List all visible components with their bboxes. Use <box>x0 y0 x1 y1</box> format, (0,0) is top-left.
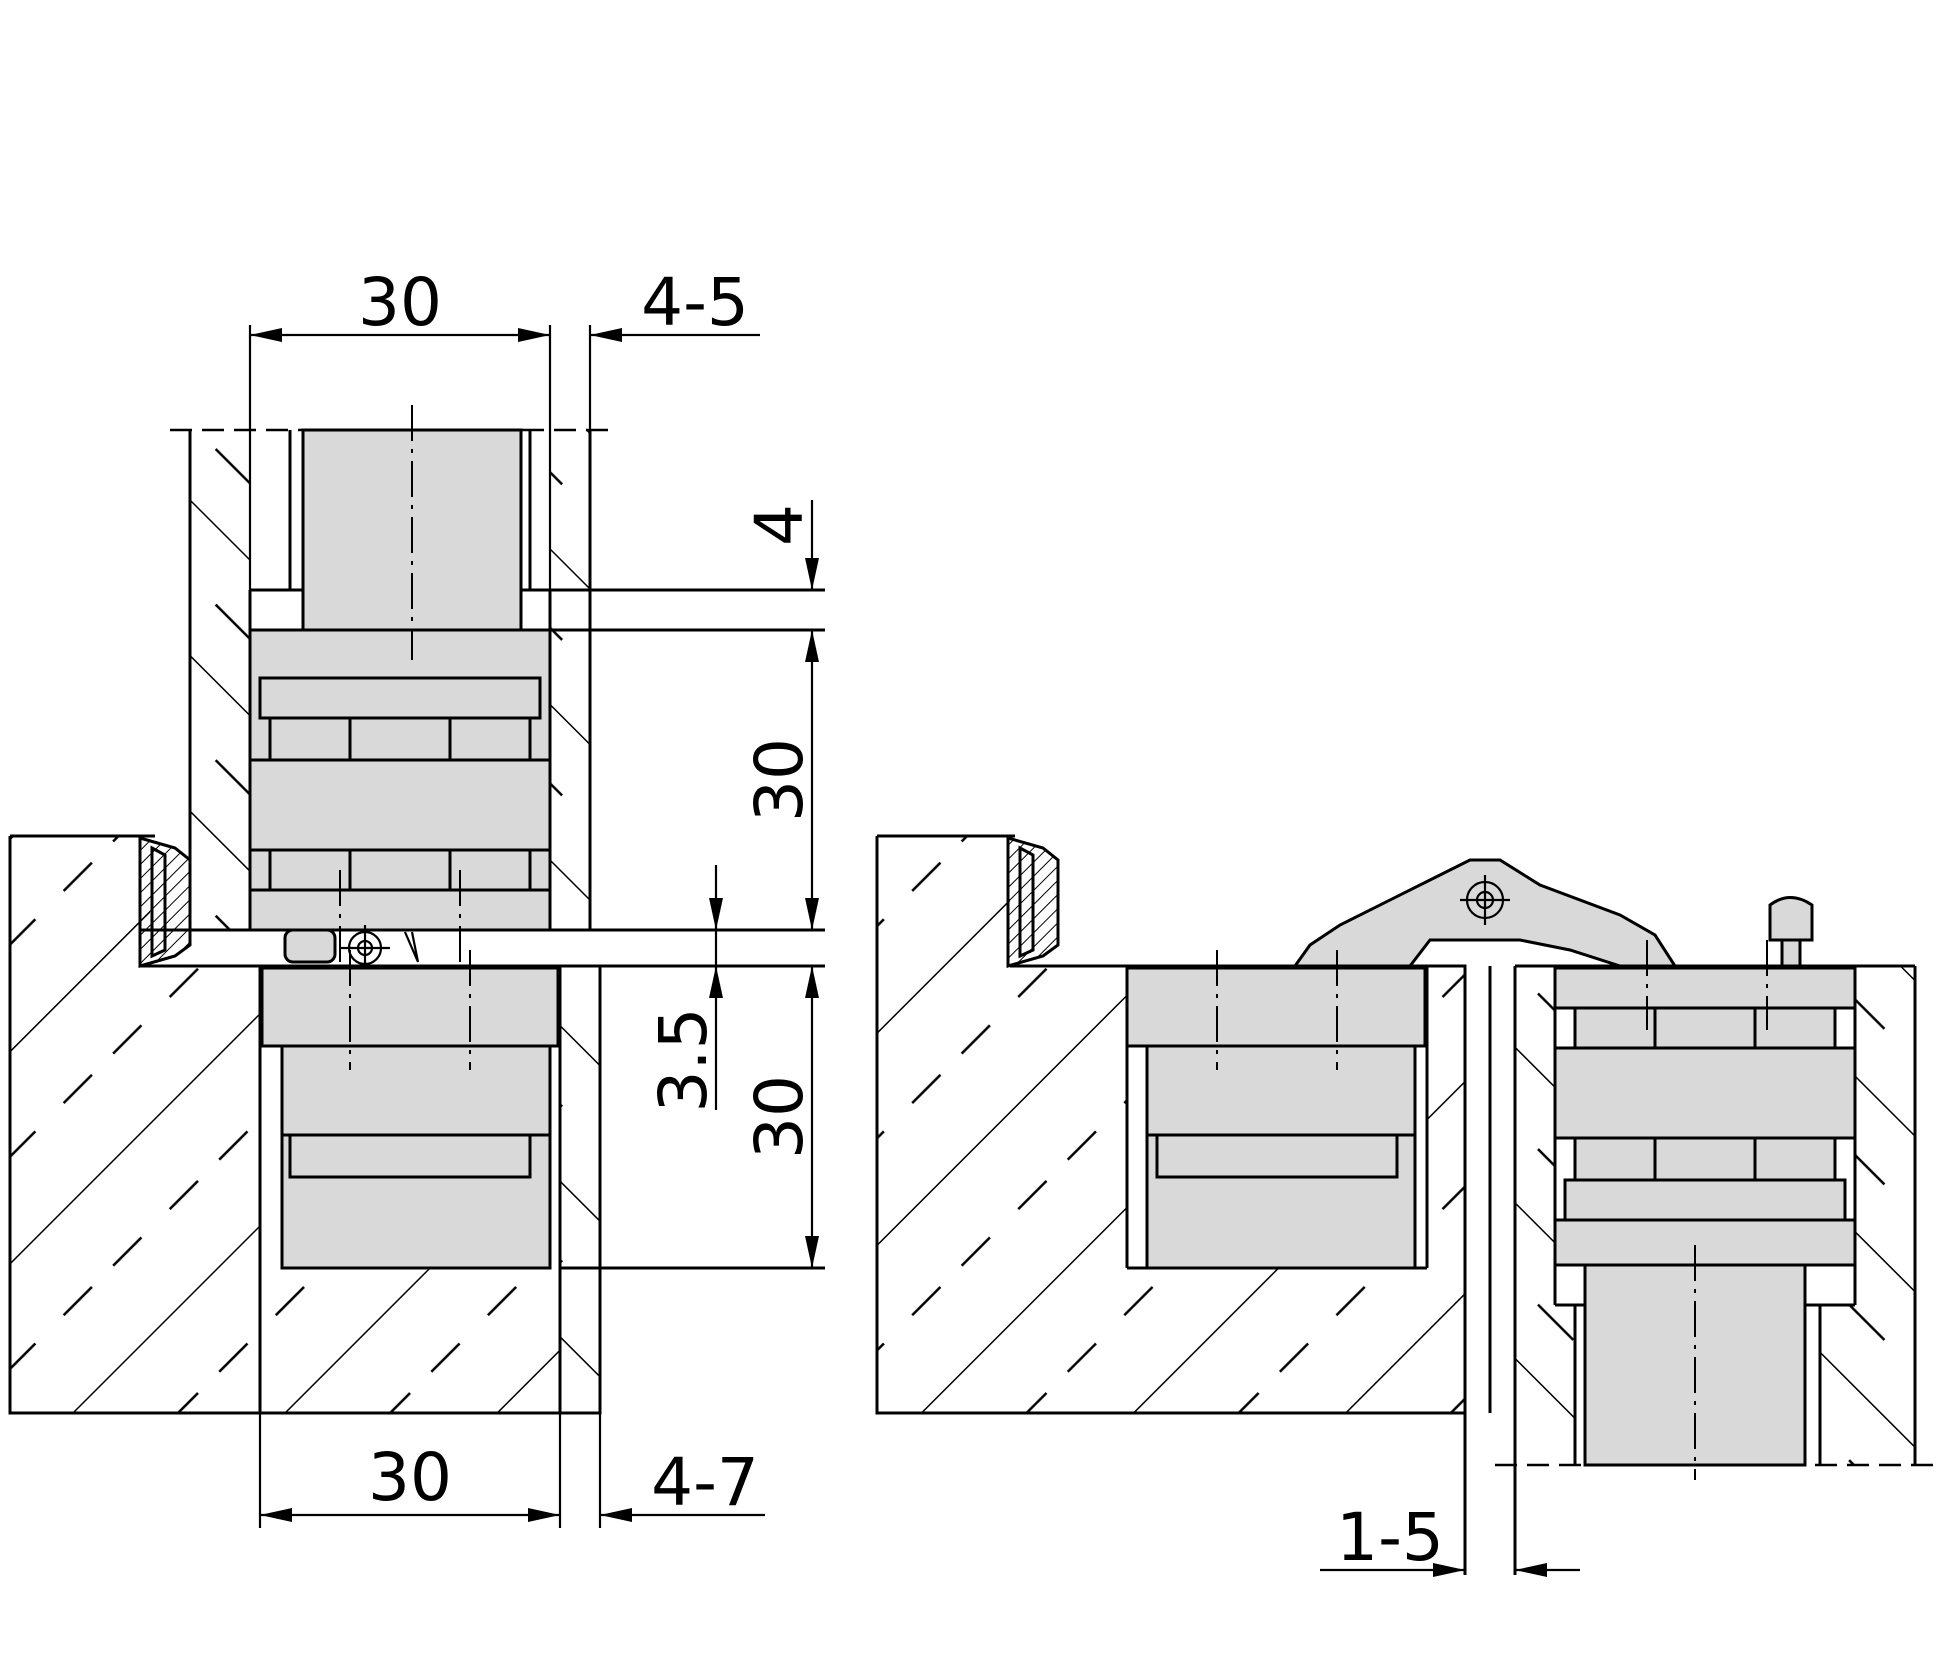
left-view: 30 4-5 4 30 3.5 30 <box>8 264 825 1528</box>
dim-top-width: 30 <box>248 264 592 590</box>
dim-top-gap: 4-5 <box>590 264 760 342</box>
left-seal <box>138 836 192 968</box>
dim-label-top-gap: 4-5 <box>641 264 749 341</box>
dim-label-bottom-gap: 4-7 <box>651 1444 759 1521</box>
right-door-hinge-body <box>1553 940 1857 1480</box>
right-adjustment-screw <box>1768 896 1814 968</box>
dim-bottom-gap: 4-7 <box>600 1444 765 1522</box>
right-gap-plate <box>1463 966 1517 1575</box>
dim-lower-height: 30 <box>741 966 819 1268</box>
dim-vertical-offset: 4 <box>741 500 819 590</box>
dim-gap-height: 3.5 <box>645 865 723 1112</box>
right-view: 1-5 <box>875 834 1935 1577</box>
left-pivot <box>283 925 420 972</box>
dim-label-bottom-width: 30 <box>368 1439 452 1516</box>
dim-right-gap: 1-5 <box>1320 1499 1580 1577</box>
dim-label-gap-height: 3.5 <box>645 1008 722 1113</box>
dim-upper-height: 30 <box>741 630 819 930</box>
right-connecting-arm <box>1292 858 1678 968</box>
left-upper-hinge-body <box>248 405 552 980</box>
right-frame-hinge-body <box>1125 950 1427 1270</box>
dim-bottom-width: 30 <box>258 1413 602 1528</box>
right-seal <box>1006 836 1060 968</box>
dim-label-top-width: 30 <box>358 264 442 341</box>
dim-label-vertical-offset: 4 <box>741 504 818 546</box>
dim-label-upper-height: 30 <box>741 738 818 822</box>
left-lower-hinge-body <box>260 950 560 1270</box>
dim-label-right-gap: 1-5 <box>1336 1499 1444 1576</box>
dim-label-lower-height: 30 <box>741 1075 818 1159</box>
